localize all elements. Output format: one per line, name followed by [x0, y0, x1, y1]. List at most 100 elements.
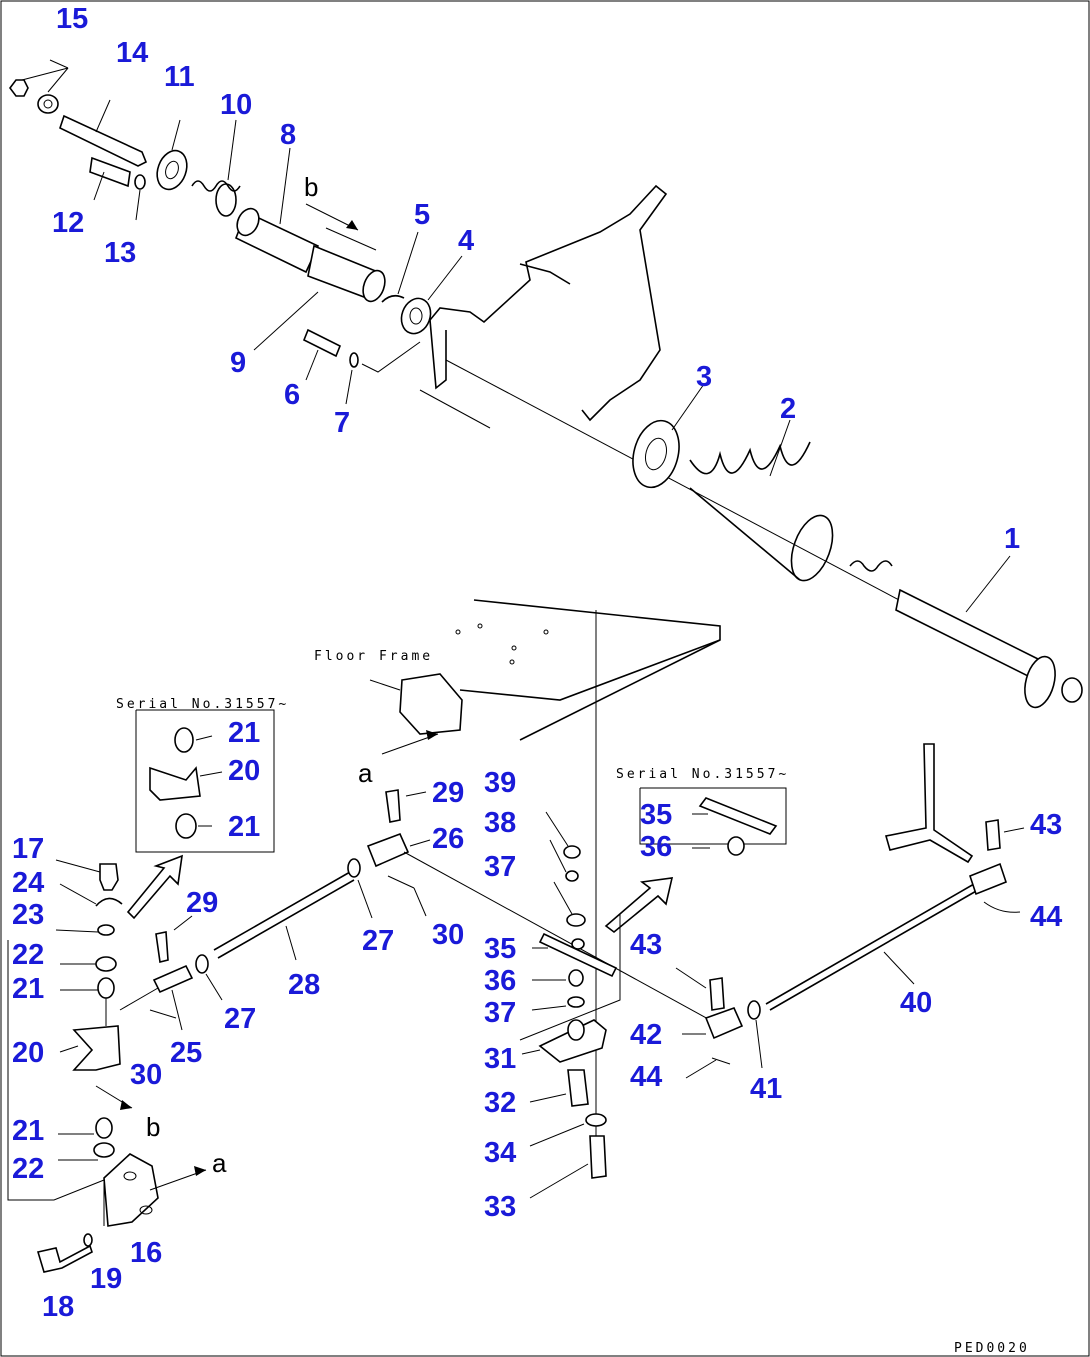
- view-a-arrow-lower: [149, 1166, 207, 1191]
- part-29-pin-left: [155, 915, 193, 963]
- callout-16: 16: [130, 1237, 162, 1269]
- callout-43-center: 43: [630, 929, 662, 961]
- callout-43-right: 43: [1030, 809, 1062, 841]
- part-22-bushing-bottom: [93, 1142, 115, 1158]
- callout-14: 14: [116, 37, 148, 69]
- callout-32: 32: [484, 1087, 516, 1119]
- part-2-spring: [689, 419, 834, 582]
- part-15-nut-pair: [9, 59, 69, 114]
- part-19-washer: [83, 1233, 93, 1247]
- callout-30-right: 30: [432, 919, 464, 951]
- part-41-nut: [747, 1000, 763, 1069]
- view-letter-a-lower: a: [212, 1148, 227, 1178]
- serial-note-left: Serial No.31557~: [116, 697, 289, 712]
- callout-33: 33: [484, 1191, 516, 1223]
- callout-3: 3: [696, 361, 712, 393]
- part-40-rod: [765, 883, 979, 1011]
- part-9-housing: [253, 244, 386, 351]
- callout-35-inset: 35: [640, 799, 672, 831]
- callout-39: 39: [484, 767, 516, 799]
- part-14-pin: [59, 99, 148, 167]
- part-26-clevis: [366, 832, 431, 868]
- lower-left-bracket: [7, 929, 105, 1201]
- callout-28: 28: [288, 969, 320, 1001]
- part-clevis-right: [969, 862, 1007, 896]
- callout-31: 31: [484, 1043, 516, 1075]
- callout-41: 41: [750, 1073, 782, 1105]
- callout-17: 17: [12, 833, 44, 865]
- part-33-bolt: [529, 1135, 607, 1199]
- part-18-bolt: [36, 1244, 93, 1273]
- callout-15: 15: [56, 3, 88, 35]
- callout-6: 6: [284, 379, 300, 411]
- view-b-arrow-lower: [95, 1085, 133, 1110]
- part-32-cylinder: [529, 1069, 589, 1107]
- callout-12: 12: [52, 207, 84, 239]
- part-3-spring-seat: [632, 383, 705, 489]
- inset-left-arrow: [126, 854, 183, 920]
- callout-19: 19: [90, 1263, 122, 1295]
- part-30-cotter-left: [149, 1009, 177, 1019]
- view-b-arrow-upper: [305, 203, 377, 251]
- callout-20-inset: 20: [228, 755, 260, 787]
- part-25-clevis: [119, 964, 194, 1031]
- part-29-pin-right: [385, 789, 427, 823]
- center-stack-upper: [545, 811, 586, 927]
- part-43-pin-right: [985, 819, 1025, 851]
- callout-29-right: 29: [432, 777, 464, 809]
- callout-22-bottom: 22: [12, 1153, 44, 1185]
- callout-30-left: 30: [130, 1059, 162, 1091]
- part-17-bolt: [55, 859, 119, 891]
- part-1-rod: [849, 555, 1083, 709]
- callout-26: 26: [432, 823, 464, 855]
- part-27-nut-right: [347, 858, 373, 919]
- callout-20: 20: [12, 1037, 44, 1069]
- view-letter-a-upper: a: [358, 758, 373, 788]
- callout-4: 4: [458, 225, 474, 257]
- callout-29-left: 29: [186, 887, 218, 919]
- callout-22-top: 22: [12, 939, 44, 971]
- callout-18: 18: [42, 1291, 74, 1323]
- part-22-bushing-top: [95, 956, 117, 972]
- callout-36-inset: 36: [640, 831, 672, 863]
- part-44-cotter-right: [983, 901, 1021, 913]
- callout-37-top: 37: [484, 851, 516, 883]
- part-11-flange: [156, 119, 188, 191]
- callout-35: 35: [484, 933, 516, 965]
- callout-27-left: 27: [224, 1003, 256, 1035]
- callout-2: 2: [780, 393, 796, 425]
- callout-23: 23: [12, 899, 44, 931]
- callout-11: 11: [164, 61, 195, 93]
- callout-37-bottom: 37: [484, 997, 516, 1029]
- callout-labels: 1 2 3 4 5 6 7 8 9 10 11 12 13 14 15 16 1…: [12, 3, 1062, 1323]
- callout-21-bottom: 21: [12, 1115, 44, 1147]
- callout-24: 24: [12, 867, 44, 899]
- callout-21-top: 21: [12, 973, 44, 1005]
- part-34-washer: [529, 1113, 607, 1147]
- view-letter-b-lower: b: [146, 1112, 160, 1142]
- part-28-rod: [213, 871, 355, 961]
- part-44-cotter-lower: [685, 1057, 731, 1079]
- part-13-washer: [134, 174, 146, 221]
- right-lever-post: [884, 743, 974, 864]
- pedal-lever: [429, 184, 668, 422]
- view-a-arrow-upper: [381, 730, 439, 755]
- callout-9: 9: [230, 347, 246, 379]
- callout-27-right: 27: [362, 925, 394, 957]
- part-36-bushing: [532, 969, 584, 987]
- part-6-pin: [302, 328, 342, 381]
- part-7-cotter: [345, 341, 421, 405]
- callout-42: 42: [630, 1019, 662, 1051]
- callout-8: 8: [280, 119, 296, 151]
- part-12-clevis: [89, 156, 131, 201]
- part-21-bushing-top: [97, 977, 115, 999]
- part-35-lever: [532, 932, 618, 978]
- callout-10: 10: [220, 89, 252, 121]
- part-30-cotter-right: [387, 875, 427, 917]
- callout-21-inset-bottom: 21: [228, 811, 260, 843]
- drawing-code: PED0020: [954, 1341, 1030, 1356]
- part-24-snap-ring: [59, 883, 123, 907]
- callout-36: 36: [484, 965, 516, 997]
